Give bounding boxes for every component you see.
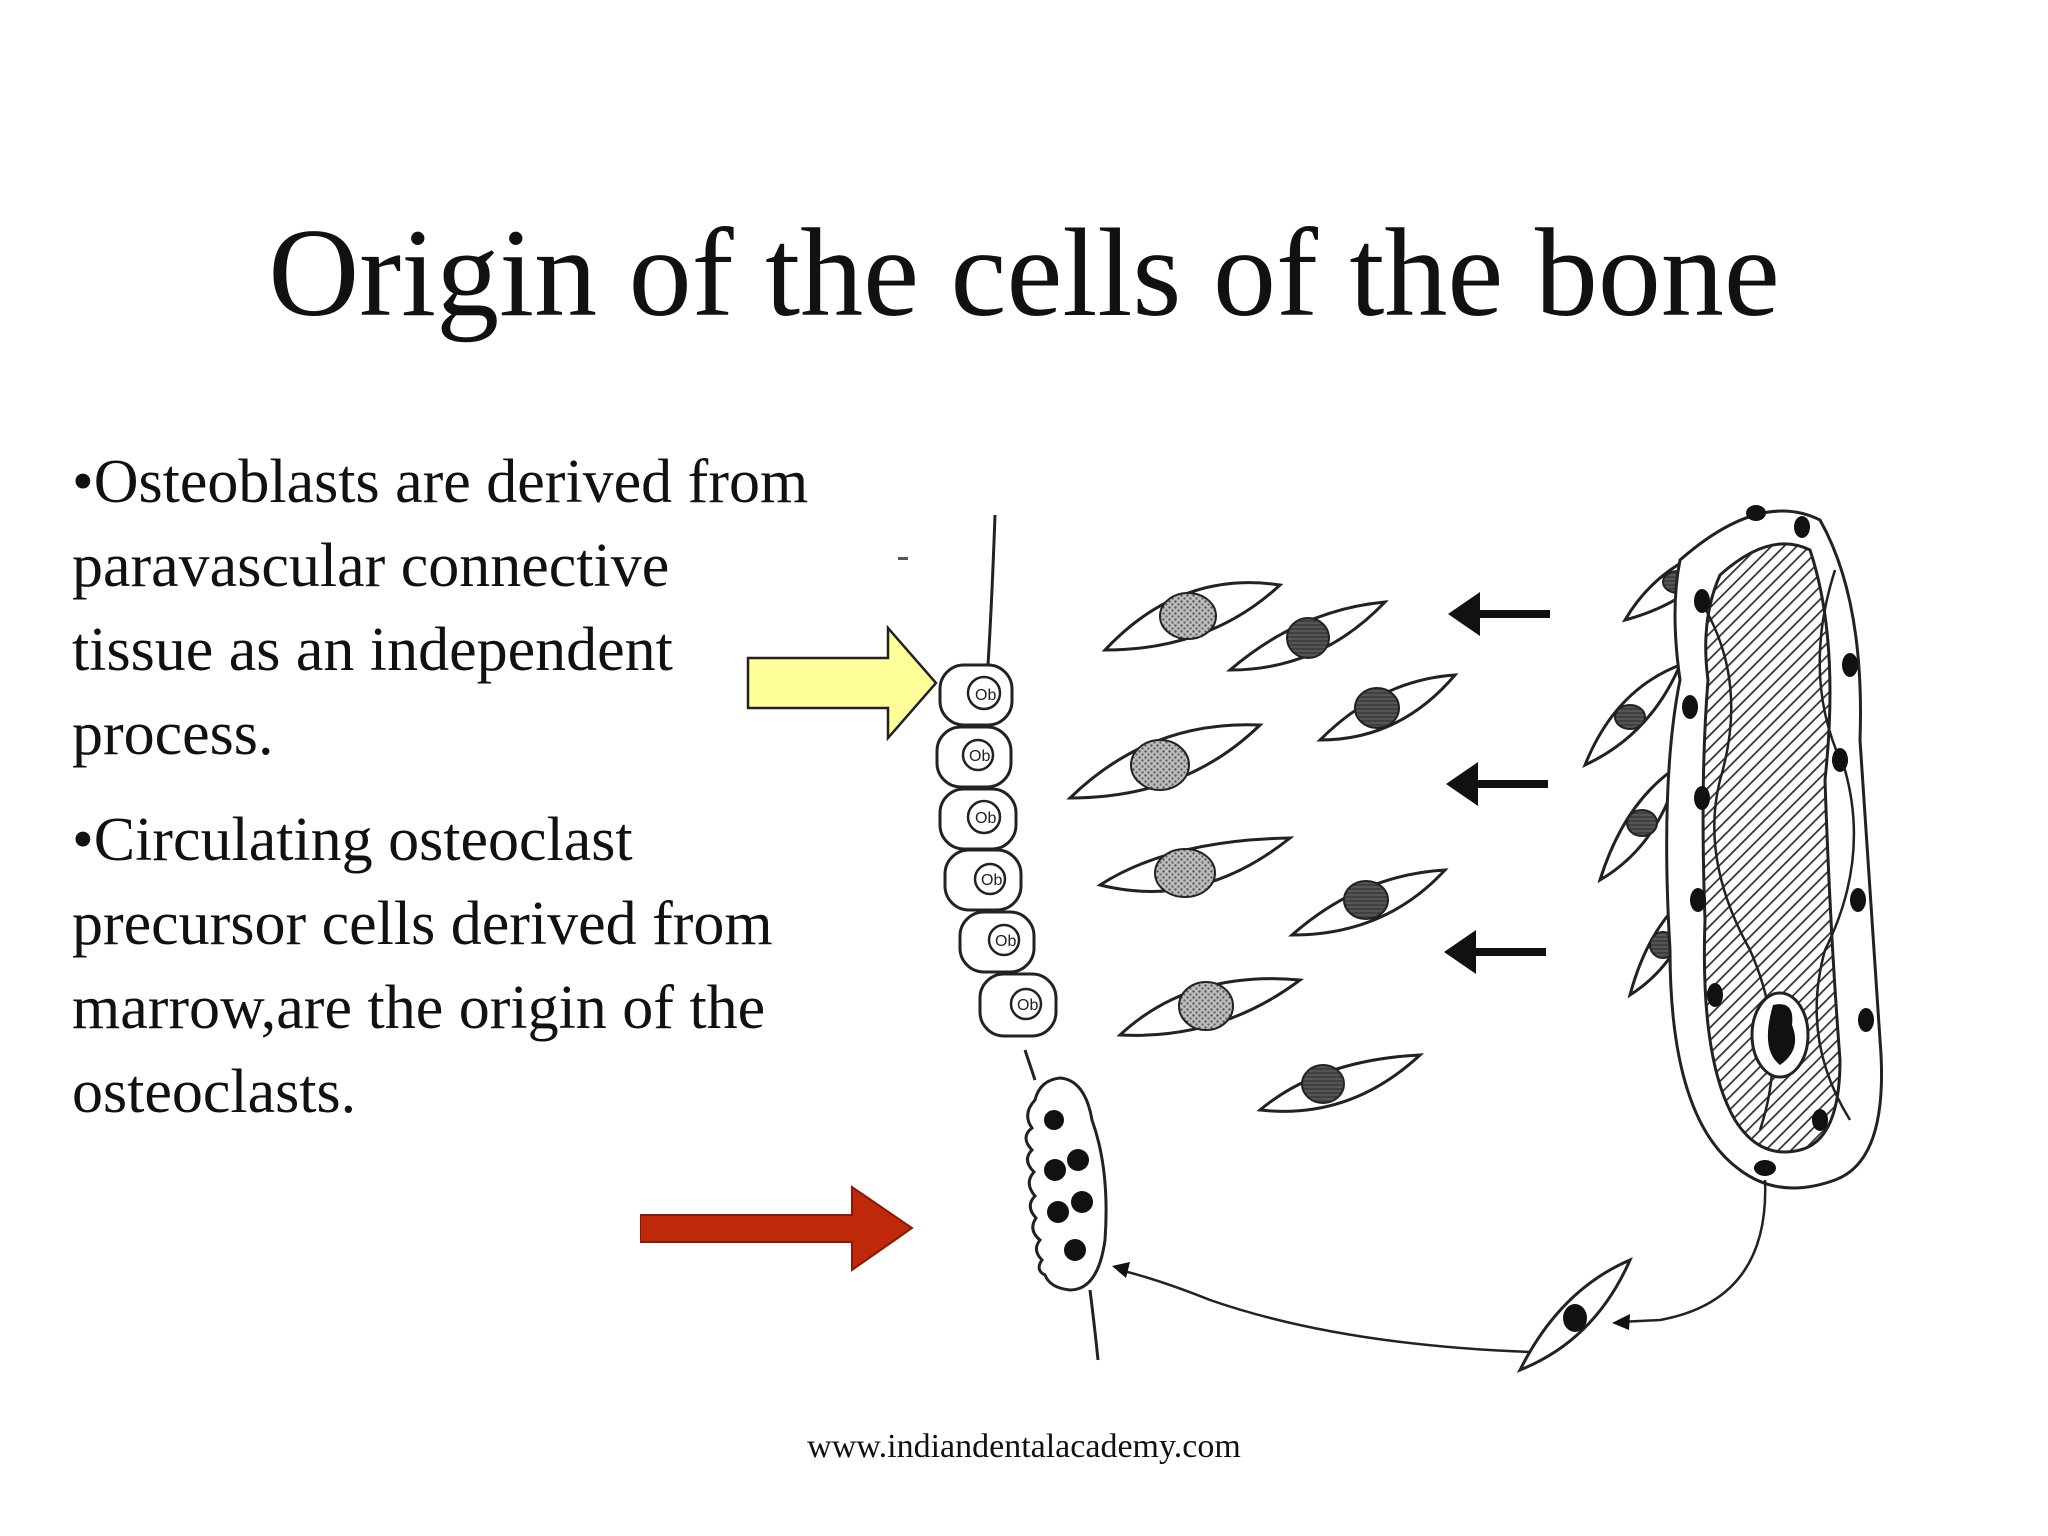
bullet-line: paravascular connective <box>72 532 670 600</box>
osteoblast-label: Ob <box>1017 997 1038 1014</box>
small-tick-mark <box>898 557 908 560</box>
circulation-arrowhead-icon <box>1112 1262 1130 1278</box>
endothelial-nuclei <box>1682 505 1874 1176</box>
bullet-marker: • <box>72 448 94 516</box>
osteoblast-cell: Ob <box>943 848 1023 912</box>
bullet-line: process. <box>72 700 274 768</box>
osteoblast-label: Ob <box>975 810 996 827</box>
progenitor-cell <box>1316 673 1459 742</box>
bone-cell-origin-diagram: Ob Ob Ob Ob Ob Ob <box>640 505 1884 1373</box>
osteoblast-column: Ob Ob Ob Ob Ob Ob <box>935 663 1058 1038</box>
osteoblast-label: Ob <box>975 687 996 704</box>
circulating-precursor-cell <box>1516 1257 1633 1373</box>
blood-vessel <box>1665 505 1884 1190</box>
progenitor-cell <box>1288 868 1449 937</box>
bullet-line: marrow,are the origin of the <box>72 974 766 1042</box>
progenitor-cell <box>1101 581 1284 652</box>
osteoblast-cell: Ob <box>938 663 1014 727</box>
bullet-line: precursor cells derived from <box>72 890 773 958</box>
bullet-line: •Osteoblasts are derived from <box>72 448 809 516</box>
perivascular-cell <box>1582 662 1683 768</box>
progenitor-cell <box>1256 1053 1425 1113</box>
bullet-line: tissue as an independent <box>72 616 673 684</box>
bullet-osteoclasts: •Circulating osteoclast precursor cells … <box>72 798 932 1134</box>
black-arrow-icon <box>1444 930 1546 974</box>
osteoclast-cell <box>1024 1076 1108 1292</box>
osteoblast-label: Ob <box>981 872 1002 889</box>
bullet-osteoblasts: •Osteoblasts are derived from paravascul… <box>72 440 932 776</box>
progenitor-cells <box>1066 581 1459 1113</box>
bone-surface-line <box>1088 1289 1100 1361</box>
circulation-arrowhead-icon <box>1612 1314 1630 1330</box>
progenitor-cell <box>1066 723 1264 800</box>
bullet-marker: • <box>72 806 94 874</box>
circulation-path <box>1619 1179 1767 1324</box>
osteoblast-label: Ob <box>995 933 1016 950</box>
slide-title: Origin of the cells of the bone <box>268 204 1780 343</box>
bone-surface-line <box>986 514 997 666</box>
bone-surface-line <box>1023 1049 1037 1081</box>
progenitor-cell <box>1096 836 1295 898</box>
osteoblast-cell: Ob <box>978 972 1058 1038</box>
osteoblast-label: Ob <box>969 748 990 765</box>
osteoblast-cell: Ob <box>958 910 1036 974</box>
progenitor-cell <box>1116 977 1305 1037</box>
osteoblast-cell: Ob <box>935 725 1013 789</box>
black-arrow-icon <box>1448 592 1550 636</box>
black-arrow-icon <box>1446 762 1548 806</box>
progenitor-cell <box>1225 600 1389 672</box>
footer-url: www.indiandentalacademy.com <box>807 1428 1241 1465</box>
migration-arrows <box>1444 592 1550 974</box>
yellow-arrow-icon <box>746 624 938 742</box>
bullet-line: osteoclasts. <box>72 1058 357 1126</box>
bullet-line: •Circulating osteoclast <box>72 806 633 874</box>
circulation-path <box>1119 1268 1531 1354</box>
red-arrow-icon <box>640 1185 914 1272</box>
osteoblast-cell: Ob <box>938 787 1018 851</box>
bullet-list: •Osteoblasts are derived from paravascul… <box>72 440 932 1134</box>
